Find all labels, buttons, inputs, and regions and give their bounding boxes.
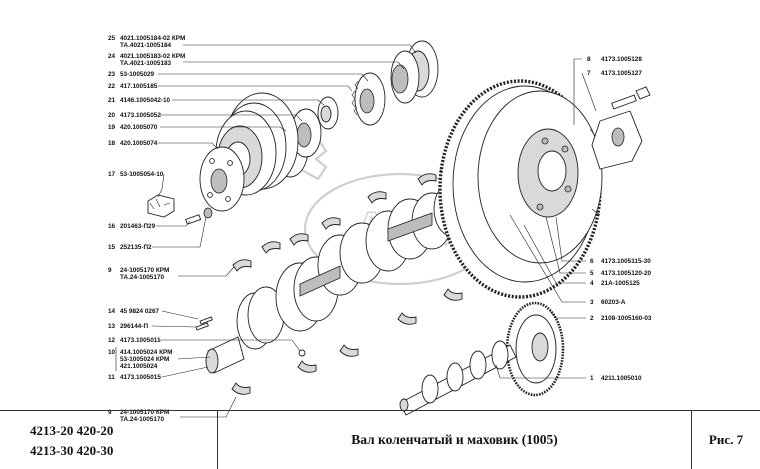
part-number: 4021.1005184-02 КРМ: [120, 35, 185, 42]
part-number: 4173.1005128: [601, 56, 642, 63]
title-block: 4213-20 420-20 4213-30 420-30 Вал коленч…: [0, 410, 760, 469]
drawing-title: Вал коленчатый и маховик (1005): [218, 411, 692, 469]
part-number: 4173.1005011: [120, 337, 161, 344]
part-number: 24-1005170 КРМ: [120, 267, 169, 274]
part-number: 4211.1005010: [601, 375, 642, 382]
callout-number: 12: [108, 337, 116, 344]
part-number: 420.1005074: [120, 140, 158, 147]
part-number: 4173.1005127: [601, 70, 642, 77]
part-number: 420.1005070: [120, 124, 158, 131]
callout-number: 11: [108, 374, 115, 381]
callout-16: 16 201463-П29: [108, 220, 191, 230]
part-number: 2108-1005160-03: [601, 315, 652, 322]
part-number: 4173.1005120-20: [601, 270, 652, 277]
part-number: ТА.4021-1005184: [120, 42, 172, 49]
callout-21: 21 4146.1005042-10: [108, 97, 325, 106]
callout-20: 20 4173.1005052: [108, 112, 303, 122]
callout-number: 9: [108, 267, 112, 274]
callout-18: 18 420.1005074: [108, 140, 219, 150]
part-number: ТА.24-1005170: [120, 416, 164, 423]
part-number: 53-1005029: [120, 71, 155, 78]
callout-14: 14 45 9824 0267: [108, 308, 199, 320]
crankshaft-pulley: [199, 92, 299, 212]
callout-number: 5: [590, 270, 594, 277]
callout-7: 7 4173.1005127: [581, 70, 642, 112]
callout-22: 22 417.1005185: [108, 83, 353, 92]
timing-gear-parts: [271, 40, 439, 178]
callout-number: 24: [108, 53, 116, 60]
part-number: 45 9824 0267: [120, 308, 160, 315]
part-number: ТА.24-1005170: [120, 274, 164, 281]
callout-1: 1 4211.1005010: [495, 364, 642, 382]
part-number: 53-1005024 КРМ: [120, 356, 169, 363]
models-row-1: 4213-20 420-20: [30, 423, 114, 438]
callout-number: 17: [108, 171, 116, 178]
callout-number: 18: [108, 140, 116, 147]
callout-number: 13: [108, 323, 116, 330]
callout-number: 3: [590, 299, 594, 306]
model-list: 4213-20 420-20 4213-30 420-30: [0, 411, 218, 469]
callout-number: 16: [108, 223, 116, 230]
callout-4: 4 21А-1005125: [523, 224, 640, 287]
callout-number: 9: [108, 409, 112, 416]
callout-number: 14: [108, 308, 116, 315]
part-number: 60203-А: [601, 299, 626, 306]
callout-3: 3 60203-А: [509, 214, 626, 306]
callout-12: 12 4173.1005011: [108, 337, 301, 352]
part-number: 4173.1005015: [120, 374, 161, 381]
callout-number: 22: [108, 83, 116, 90]
part-number: ТА.4021-1005183: [120, 60, 172, 67]
callout-8: 8 4173.1005128: [573, 56, 642, 125]
callout-10: 10 414.1005024 КРМ 53-1005024 КРМ 421.10…: [108, 347, 211, 371]
part-number: 414.1005024 КРМ: [120, 349, 173, 356]
callout-6: 6 4173.1005115-30: [555, 216, 651, 265]
callout-number: 7: [587, 70, 591, 77]
callout-25: 25 4021.1005184-02 КРМ ТА.4021-1005184: [108, 35, 417, 54]
callout-number: 19: [108, 124, 116, 131]
callout-5: 5 4173.1005120-20: [545, 216, 652, 277]
models-row-2: 4213-30 420-30: [30, 443, 114, 458]
part-number: 296144-П: [120, 323, 148, 330]
crankshaft-assembly: [399, 301, 565, 416]
figure-number: Рис. 7: [708, 432, 744, 447]
callout-24: 24 4021.1005183-02 КРМ ТА.4021-1005183: [108, 53, 405, 70]
callout-number: 6: [590, 258, 594, 265]
callout-number: 20: [108, 112, 116, 119]
part-number: 4173.1005052: [120, 112, 161, 119]
callout-number: 8: [587, 56, 591, 63]
callout-number: 21: [108, 97, 116, 104]
callout-13: 13 296144-П: [108, 323, 197, 330]
part-number: 421.1005024: [120, 363, 158, 370]
callout-number: 23: [108, 71, 116, 78]
part-number: 201463-П29: [120, 223, 156, 230]
callout-number: 2: [590, 315, 594, 322]
callout-17: 17 53-1005054-10: [108, 171, 165, 198]
ratchet-and-bolt: [147, 194, 213, 225]
callout-23: 23 53-1005029: [108, 71, 369, 82]
part-number: 21А-1005125: [601, 280, 640, 287]
part-number: 4021.1005183-02 КРМ: [120, 53, 185, 60]
part-number: 4146.1005042-10: [120, 97, 171, 104]
callout-15: 15 252135-П2: [108, 216, 207, 251]
callout-number: 15: [108, 244, 116, 251]
callout-9-upper: 9 24-1005170 КРМ ТА.24-1005170: [108, 266, 235, 281]
callout-9-lower: 9 24-1005170 КРМ ТА.24-1005170: [108, 396, 237, 423]
part-number: 53-1005054-10: [120, 171, 164, 178]
callout-number: 4: [590, 280, 594, 287]
part-number: 24-1005170 КРМ: [120, 409, 169, 416]
part-number: 417.1005185: [120, 83, 158, 90]
flywheel-washer-and-bolt: [591, 86, 651, 170]
part-number: 252135-П2: [120, 244, 152, 251]
callout-2: 2 2108-1005160-03: [549, 310, 652, 322]
callout-number: 25: [108, 35, 116, 42]
part-number: 4173.1005115-30: [601, 258, 651, 265]
callout-19: 19 420.1005070: [108, 124, 287, 132]
callout-number: 1: [590, 375, 594, 382]
callout-11: 11 4173.1005015: [108, 366, 209, 381]
callout-number: 10: [108, 349, 116, 356]
flywheel: [438, 79, 603, 299]
